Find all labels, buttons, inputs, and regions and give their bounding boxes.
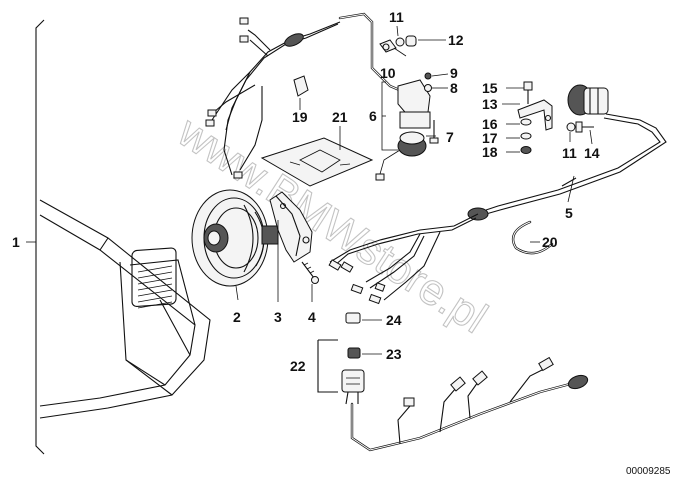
callout-12: 12	[448, 32, 464, 48]
callout-19: 19	[292, 109, 308, 125]
callout-4: 4	[308, 309, 316, 325]
callout-20: 20	[542, 234, 558, 250]
leader-lines	[26, 25, 593, 355]
clip-item-19-drawing	[293, 75, 309, 97]
callout-18: 18	[482, 144, 498, 160]
hose-clamp-drawing	[511, 220, 554, 255]
screw-item-4-drawing	[301, 261, 319, 284]
callout-15: 15	[482, 80, 498, 96]
callout-11-top: 11	[389, 9, 404, 25]
reference-number: 00009285	[626, 466, 671, 477]
callout-3: 3	[274, 309, 282, 325]
instruction-card-drawing	[260, 137, 374, 187]
bracket-item-1	[35, 19, 45, 455]
callout-2: 2	[233, 309, 241, 325]
wiring-harness-upper	[205, 17, 341, 179]
callout-22: 22	[290, 358, 306, 374]
callout-17: 17	[482, 130, 498, 146]
callout-10: 10	[380, 65, 396, 81]
wiring-harness-lower	[350, 356, 589, 452]
callout-9: 9	[450, 65, 458, 81]
callout-7: 7	[446, 129, 454, 145]
dashboard-console-drawing	[39, 199, 211, 419]
callout-13: 13	[482, 96, 498, 112]
wiring-harness-middle	[328, 213, 479, 305]
callout-8: 8	[450, 80, 458, 96]
callout-labels: 1 2 3 4 5 6 7 8 9 10 11 11 12 13 14 15 1…	[12, 9, 600, 374]
callout-23: 23	[386, 346, 402, 362]
callout-16: 16	[482, 116, 498, 132]
callout-21: 21	[332, 109, 348, 125]
callout-1: 1	[12, 234, 20, 250]
hardware-items-upper	[379, 35, 439, 144]
relay-assembly-drawing	[317, 312, 365, 405]
callout-5: 5	[565, 205, 573, 221]
callout-11-right: 11	[562, 145, 577, 161]
antenna-cable-drawing	[338, 12, 431, 181]
bracket-item-13-drawing	[517, 81, 594, 154]
callout-6: 6	[369, 108, 377, 124]
speaker-drawing	[191, 189, 279, 287]
callout-14: 14	[584, 145, 600, 161]
speaker-bracket-drawing	[269, 191, 313, 263]
callout-24: 24	[386, 312, 402, 328]
